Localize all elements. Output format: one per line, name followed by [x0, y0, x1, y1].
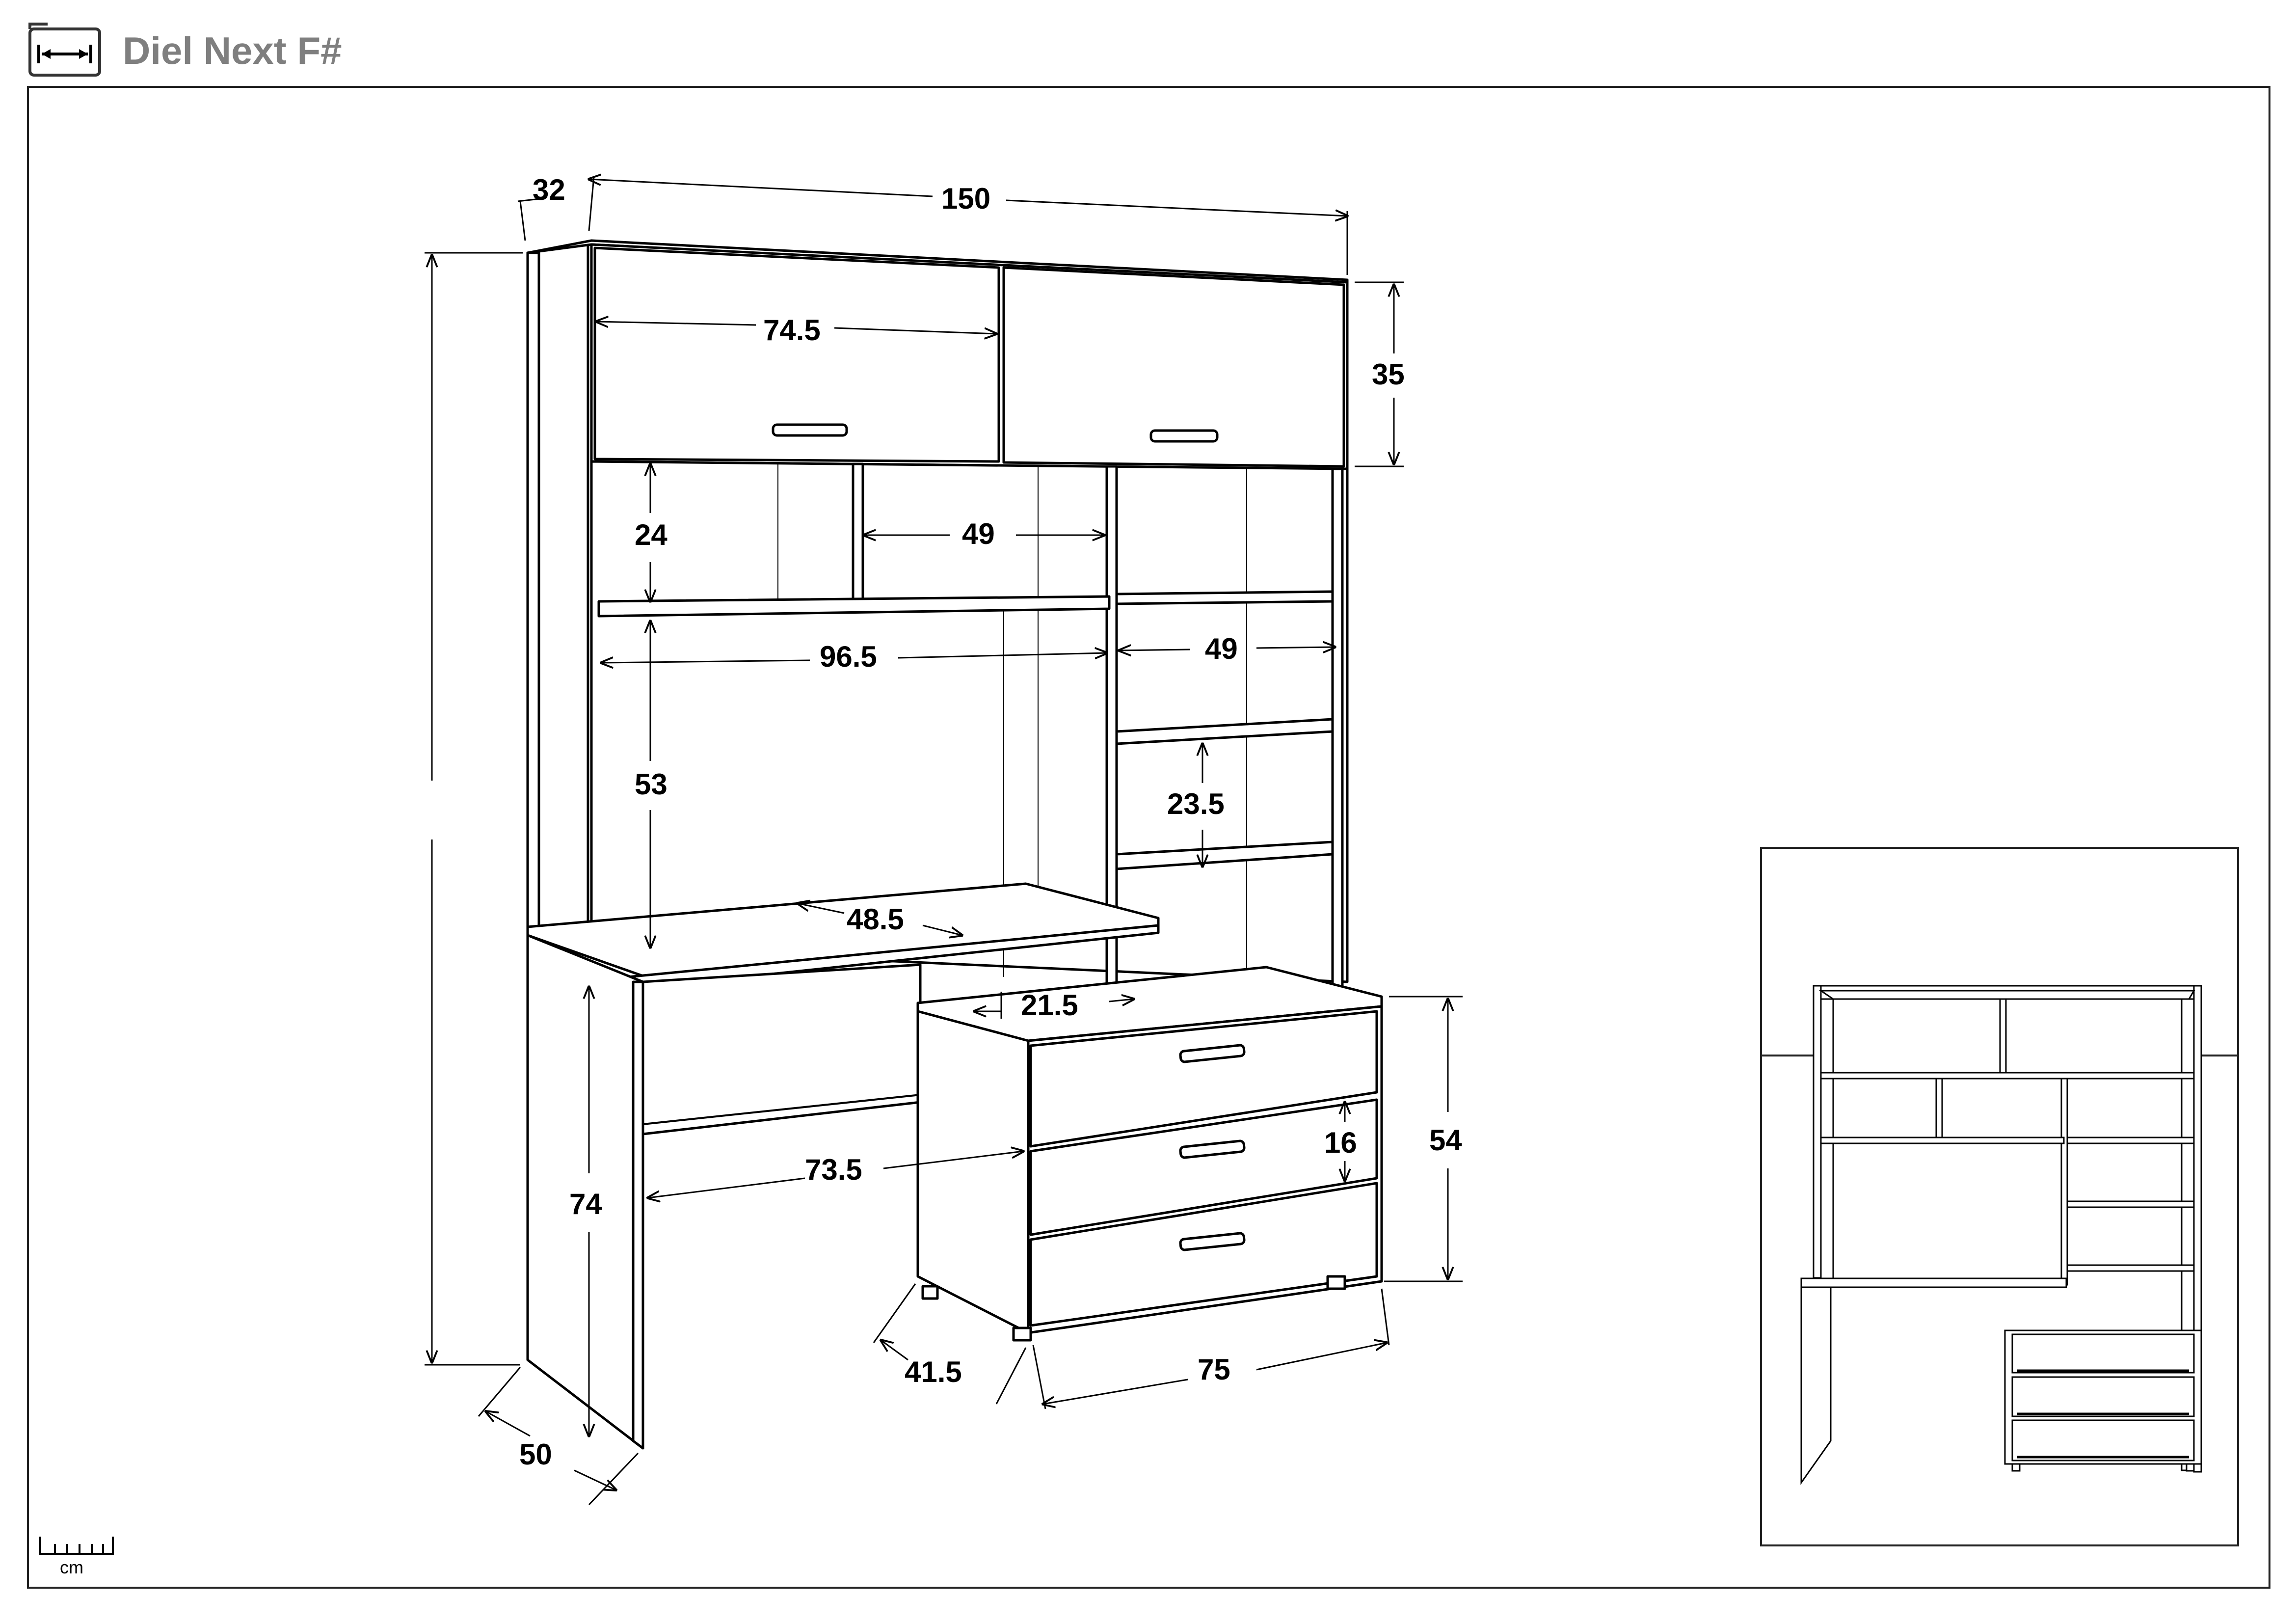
dim-gap: 21.5 — [1021, 989, 1078, 1022]
dimension-labels: 32 150 74.5 35 24 49 96.5 49 53 23.5 48.… — [519, 173, 1462, 1471]
desk-unit-drawing — [526, 239, 1383, 1450]
dim-knee-width: 73.5 — [805, 1153, 862, 1186]
dim-drawer-unit-height: 54 — [1429, 1124, 1462, 1157]
drawing-frame — [27, 86, 2270, 1589]
dim-desk-depth: 50 — [519, 1438, 552, 1471]
dim-top-cabinet-height: 35 — [1372, 358, 1405, 391]
scale-unit: cm — [60, 1557, 83, 1577]
dim-upper-shelf-height: 24 — [635, 518, 667, 551]
dim-drawer-height: 16 — [1324, 1126, 1357, 1159]
dim-drawer-unit-width: 75 — [1198, 1353, 1230, 1386]
dim-width-total: 150 — [941, 182, 990, 215]
dim-open-area-height: 53 — [635, 768, 667, 801]
dim-desk-return-width: 48.5 — [847, 903, 904, 936]
dim-open-area-width: 96.5 — [820, 640, 877, 673]
header: Diel Next F# — [0, 0, 2296, 83]
dim-right-shelf-width: 49 — [1205, 632, 1238, 665]
dimension-lines — [425, 177, 1463, 1506]
ruler-icon — [39, 1537, 114, 1555]
dim-drawer-unit-depth: 41.5 — [905, 1355, 962, 1388]
dim-right-shelf-height: 23.5 — [1167, 787, 1225, 820]
dimensions-icon — [28, 22, 102, 77]
front-view-thumbnail — [1760, 847, 2239, 1546]
dim-upper-shelf-width: 49 — [962, 517, 995, 550]
dim-depth-top: 32 — [533, 173, 565, 206]
page-title: Diel Next F# — [123, 29, 342, 72]
dim-door-width: 74.5 — [763, 314, 821, 347]
dim-desk-height: 74 — [569, 1188, 602, 1220]
